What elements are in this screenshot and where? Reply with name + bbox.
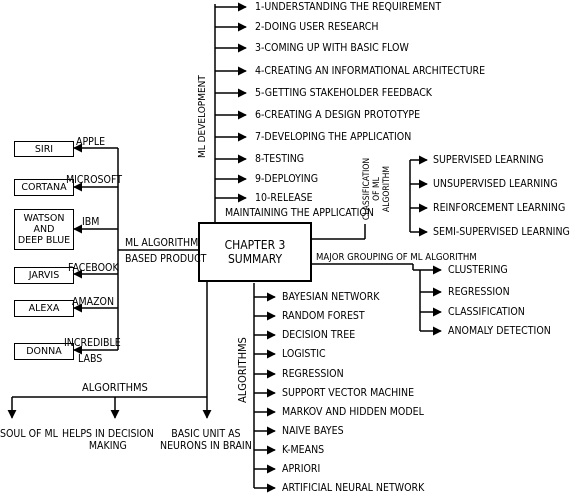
company-label: AMAZON (72, 296, 115, 308)
company-label: IBM (82, 216, 100, 228)
ml-dev-step: 2-DOING USER RESEARCH (255, 21, 379, 33)
company-label: FACEBOOK (68, 262, 119, 274)
algorithm-item: DECISION TREE (282, 329, 356, 341)
grouping-item: ANOMALY DETECTION (448, 325, 551, 337)
ml-dev-step: 10-RELEASE (255, 192, 313, 204)
algorithm-item: NAIVE BAYES (282, 425, 344, 437)
ml-dev-step: 6-CREATING A DESIGN PROTOTYPE (255, 109, 421, 121)
center-subtitle: SUMMARY (227, 252, 283, 266)
algorithm-role: HELPS IN DECISION MAKING (62, 428, 154, 452)
product-box: JARVIS (14, 267, 74, 284)
ml-dev-step: 9-DEPLOYING (255, 173, 319, 185)
algorithm-item: SUPPORT VECTOR MACHINE (282, 387, 415, 399)
chapter-summary-node: CHAPTER 3 SUMMARY (198, 222, 312, 282)
algorithm-item: APRIORI (282, 463, 321, 475)
algorithm-role: SOUL OF ML (0, 428, 58, 440)
algorithm-item: BAYESIAN NETWORK (282, 291, 380, 303)
company-label: MICROSOFT (66, 174, 122, 186)
ml-dev-step: 5-GETTING STAKEHOLDER FEEDBACK (255, 87, 432, 99)
product-box: CORTANA (14, 179, 74, 196)
ml-product-label-2: BASED PRODUCT (125, 253, 207, 265)
algorithm-item: RANDOM FOREST (282, 310, 365, 322)
grouping-item: CLASSIFICATION (448, 306, 525, 318)
ml-dev-step: 7-DEVELOPING THE APPLICATION (255, 131, 412, 143)
product-box: ALEXA (14, 300, 74, 317)
classification-item: REINFORCEMENT LEARNING (433, 202, 566, 214)
ml-product-label: ML ALGORITHM (125, 237, 199, 249)
classification-label: CLASSIFICATION OF ML ALGORITHM (362, 157, 392, 221)
ml-dev-step: 3-COMING UP WITH BASIC FLOW (255, 42, 409, 54)
algorithm-item: K-MEANS (282, 444, 325, 456)
product-box: DONNA (14, 343, 74, 360)
company-label: APPLE (76, 136, 106, 148)
algorithms-bottom-label: ALGORITHMS (82, 381, 148, 394)
center-title: CHAPTER 3 (224, 238, 286, 252)
ml-development-label: ML DEVELOPMENT (197, 75, 208, 158)
company-label-2: LABS (78, 353, 103, 365)
classification-item: SEMI-SUPERVISED LEARNING (433, 226, 570, 238)
product-box: WATSON AND DEEP BLUE (14, 209, 74, 250)
company-label: INCREDIBLE (64, 337, 121, 349)
algorithm-role: BASIC UNIT AS NEURONS IN BRAIN (160, 428, 252, 452)
algorithm-item: ARTIFICIAL NEURAL NETWORK (282, 482, 425, 494)
classification-item: UNSUPERVISED LEARNING (433, 178, 558, 190)
ml-dev-step: 8-TESTING (255, 153, 305, 165)
maintain-label: MAINTAINING THE APPLICATION (225, 207, 374, 219)
algorithm-item: REGRESSION (282, 368, 344, 380)
product-box: SIRI (14, 141, 74, 157)
ml-dev-step: 1-UNDERSTANDING THE REQUIREMENT (255, 1, 442, 13)
ml-dev-step: 4-CREATING AN INFORMATIONAL ARCHITECTURE (255, 65, 486, 77)
algorithm-item: MARKOV AND HIDDEN MODEL (282, 406, 424, 418)
algorithms-vertical-label: ALGORITHMS (236, 337, 249, 403)
major-grouping-label: MAJOR GROUPING OF ML ALGORITHM (316, 252, 477, 263)
algorithm-item: LOGISTIC (282, 348, 326, 360)
grouping-item: CLUSTERING (448, 264, 508, 276)
grouping-item: REGRESSION (448, 286, 510, 298)
classification-item: SUPERVISED LEARNING (433, 154, 544, 166)
